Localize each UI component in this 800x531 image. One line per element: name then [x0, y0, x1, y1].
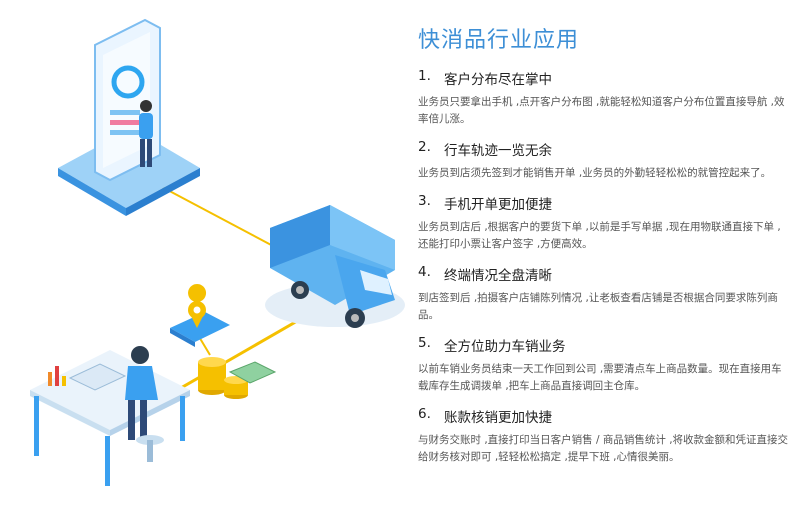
feature-title: 账款核销更加快捷	[444, 410, 552, 426]
standing-person-icon	[139, 100, 153, 167]
feature-item: 1. 客户分布尽在掌中 业务员只要拿出手机 ,点开客户分布图 ,就能轻松知道客户…	[418, 68, 790, 128]
feature-title: 手机开单更加便捷	[444, 197, 552, 213]
feature-title: 全方位助力车销业务	[444, 339, 566, 355]
desk-worker-scene	[30, 346, 190, 486]
feature-description: 以前车销业务员结束一天工作回到公司 ,需要清点车上商品数量。现在直接用车载库存生…	[418, 363, 782, 392]
feature-heading: 2. 行车轨迹一览无余	[418, 139, 790, 159]
feature-number: 3.	[418, 193, 431, 209]
coins-icon	[198, 357, 248, 399]
feature-number: 1.	[418, 68, 431, 84]
feature-item: 4. 终端情况全盘清晰 到店签到后 ,拍摄客户店铺陈列情况 ,让老板查看店铺是否…	[418, 264, 790, 324]
feature-heading: 5. 全方位助力车销业务	[418, 335, 790, 355]
feature-heading: 4. 终端情况全盘清晰	[418, 264, 790, 284]
delivery-truck-icon	[265, 205, 405, 328]
feature-description: 与财务交账时 ,直接打印当日客户销售 / 商品销售统计 ,将收款金额和凭证直接交…	[418, 434, 789, 463]
feature-item: 6. 账款核销更加快捷 与财务交账时 ,直接打印当日客户销售 / 商品销售统计 …	[418, 406, 790, 466]
phone-platform-group	[58, 18, 200, 216]
page-title: 快消品行业应用	[418, 28, 580, 53]
feature-title: 客户分布尽在掌中	[444, 72, 552, 88]
isometric-illustration	[30, 18, 405, 486]
feature-heading: 6. 账款核销更加快捷	[418, 406, 790, 426]
feature-title: 终端情况全盘清晰	[444, 268, 552, 284]
cash-bill-icon	[228, 361, 277, 384]
feature-number: 6.	[418, 406, 431, 422]
feature-item: 3. 手机开单更加便捷 业务员到店后 ,根据客户的要货下单 ,以前是手写单据 ,…	[418, 193, 790, 253]
feature-item: 5. 全方位助力车销业务 以前车销业务员结束一天工作回到公司 ,需要清点车上商品…	[418, 335, 790, 395]
feature-item: 2. 行车轨迹一览无余 业务员到店须先签到才能销售开单 ,业务员的外勤轻轻松松的…	[418, 139, 790, 182]
feature-number: 4.	[418, 264, 431, 280]
feature-number: 2.	[418, 139, 431, 155]
feature-heading: 3. 手机开单更加便捷	[418, 193, 790, 213]
features-panel: 快消品行业应用 1. 客户分布尽在掌中 业务员只要拿出手机 ,点开客户分布图 ,…	[418, 22, 790, 477]
feature-heading: 1. 客户分布尽在掌中	[418, 68, 790, 88]
illustration-svg	[30, 18, 405, 486]
feature-description: 业务员到店须先签到才能销售开单 ,业务员的外勤轻轻松松的就管控起来了。	[418, 167, 772, 179]
feature-description: 到店签到后 ,拍摄客户店铺陈列情况 ,让老板查看店铺是否根据合同要求陈列商品。	[418, 292, 778, 321]
location-tablet-icon	[170, 284, 230, 347]
feature-description: 业务员只要拿出手机 ,点开客户分布图 ,就能轻松知道客户分布位置直接导航 ,效率…	[418, 96, 785, 125]
feature-number: 5.	[418, 335, 431, 351]
feature-description: 业务员到店后 ,根据客户的要货下单 ,以前是手写单据 ,现在用物联通直接下单 ,…	[418, 221, 781, 250]
feature-title: 行车轨迹一览无余	[444, 143, 552, 159]
